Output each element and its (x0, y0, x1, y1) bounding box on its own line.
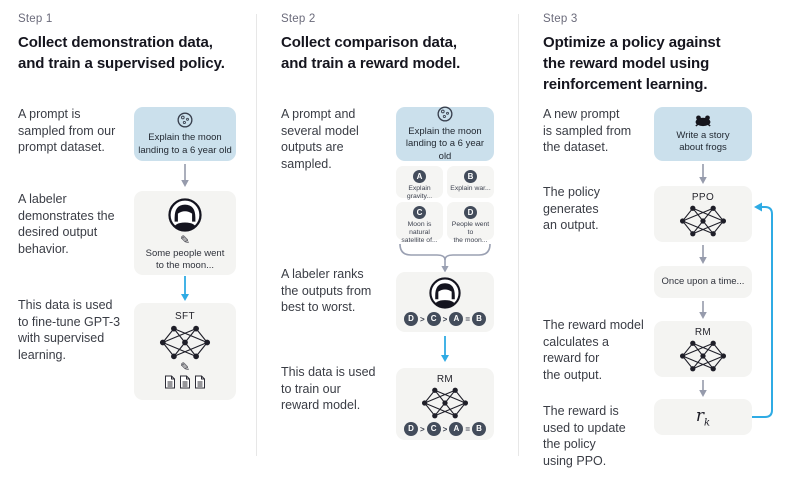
step-3-caption-policy: The policy generates an output. (543, 185, 600, 232)
neural-net-icon (679, 204, 727, 238)
rm-label: RM (436, 374, 454, 385)
rank-chip: A (449, 422, 464, 436)
output-letter: D (464, 206, 477, 219)
step-1-prompt-box: Explain the moon landing to a 6 year old (134, 107, 236, 161)
frog-icon (694, 114, 712, 127)
neural-net-icon (159, 324, 211, 361)
output-chip-d: D People went to the moon... (447, 202, 494, 244)
arrow-down-blue (440, 336, 450, 362)
rank-chip: A (449, 312, 464, 326)
output-chip-a: A Explain gravity... (396, 166, 443, 200)
step-2-caption-sampled: A prompt and several model outputs are s… (281, 107, 359, 171)
step-3-rm-box: RM (654, 321, 752, 377)
step-2-caption-train: This data is used to train our reward mo… (281, 365, 376, 412)
arrow-down (698, 301, 708, 319)
labeler-avatar-icon (168, 198, 202, 232)
step-3-prompt-box: Write a story about frogs (654, 107, 752, 161)
column-divider (256, 14, 257, 456)
output-text: Moon is natural satellite of... (401, 221, 438, 244)
step-3-caption-reward-model: The reward model calculates a reward for… (543, 318, 644, 382)
step-2-labeler-box: D > C > A = B (396, 272, 494, 332)
rank-chip: D (403, 422, 418, 436)
ranking-row: D > C > A = B (403, 312, 486, 326)
step-3-reward-box: rk (654, 399, 752, 435)
merge-brace-arrow (396, 243, 494, 273)
output-letter: A (413, 170, 426, 183)
neural-net-icon (421, 386, 469, 420)
output-letter: C (413, 206, 426, 219)
step-1-caption-finetune: This data is used to fine-tune GPT-3 wit… (18, 298, 121, 362)
arrow-down (180, 164, 190, 187)
step-1-labeler-box: ✎ Some people went to the moon... (134, 191, 236, 275)
documents-icon (164, 375, 206, 389)
rank-chip: C (426, 422, 441, 436)
rank-separator: > (419, 314, 425, 324)
rank-chip: B (472, 422, 486, 436)
step-3-ppo-box: PPO (654, 186, 752, 242)
prompt-text: Explain the moon landing to a 6 year old (405, 125, 485, 162)
rank-separator: > (419, 424, 425, 434)
step-1-heading: Collect demonstration data, and train a … (18, 34, 225, 72)
step-1-sft-box: SFT ✎ (134, 303, 236, 400)
rank-chip: C (426, 312, 441, 326)
neural-net-icon (679, 339, 727, 373)
arrow-down (698, 245, 708, 264)
step-2-prompt-box: Explain the moon landing to a 6 year old (396, 105, 494, 162)
output-text: Once upon a time... (661, 276, 745, 287)
output-chip-c: C Moon is natural satellite of... (396, 202, 443, 244)
step-1-label: Step 1 (18, 13, 53, 25)
rank-separator: = (465, 314, 470, 324)
column-divider (518, 14, 519, 456)
step-3-label: Step 3 (543, 13, 578, 25)
reward-value: rk (695, 405, 711, 429)
step-3-output-box: Once upon a time... (654, 266, 752, 298)
arrow-down (698, 380, 708, 397)
step-1-caption-labeler: A labeler demonstrates the desired outpu… (18, 192, 115, 256)
demonstration-text: Some people went to the moon... (145, 248, 225, 271)
output-chip-b: B Explain war... (447, 166, 494, 198)
rank-separator: > (442, 424, 448, 434)
output-text: Explain war... (450, 185, 491, 192)
labeler-avatar-icon (429, 277, 461, 309)
moon-icon (176, 111, 194, 129)
rank-separator: > (442, 314, 448, 324)
ranking-row: D > C > A = B (403, 422, 486, 436)
arrow-down (698, 164, 708, 184)
sft-label: SFT (174, 311, 196, 322)
prompt-text: Explain the moon landing to a 6 year old (138, 132, 232, 156)
rank-chip: D (403, 312, 418, 326)
step-3-heading: Optimize a policy against the reward mod… (543, 34, 721, 93)
step-2-heading: Collect comparison data, and train a rew… (281, 34, 461, 72)
step-1-caption-prompt: A prompt is sampled from our prompt data… (18, 107, 116, 154)
ppo-label: PPO (691, 192, 715, 203)
output-text: People went to the moon... (451, 221, 490, 244)
output-letter: B (464, 170, 477, 183)
prompt-text: Write a story about frogs (676, 129, 730, 154)
step-2-label: Step 2 (281, 13, 316, 25)
step-3-caption-update: The reward is used to update the policy … (543, 404, 626, 468)
step-2-rm-box: RM D > C > A = B (396, 368, 494, 440)
step-2-caption-ranks: A labeler ranks the outputs from best to… (281, 267, 372, 314)
rank-chip: B (472, 312, 486, 326)
arrow-down-blue (180, 276, 190, 301)
step-3-caption-prompt: A new prompt is sampled from the dataset… (543, 107, 632, 154)
output-text: Explain gravity... (406, 185, 433, 200)
rm-label: RM (694, 327, 712, 338)
rank-separator: = (465, 424, 470, 434)
pencil-icon: ✎ (179, 360, 191, 374)
pencil-icon: ✎ (179, 233, 191, 247)
moon-icon (436, 105, 454, 123)
